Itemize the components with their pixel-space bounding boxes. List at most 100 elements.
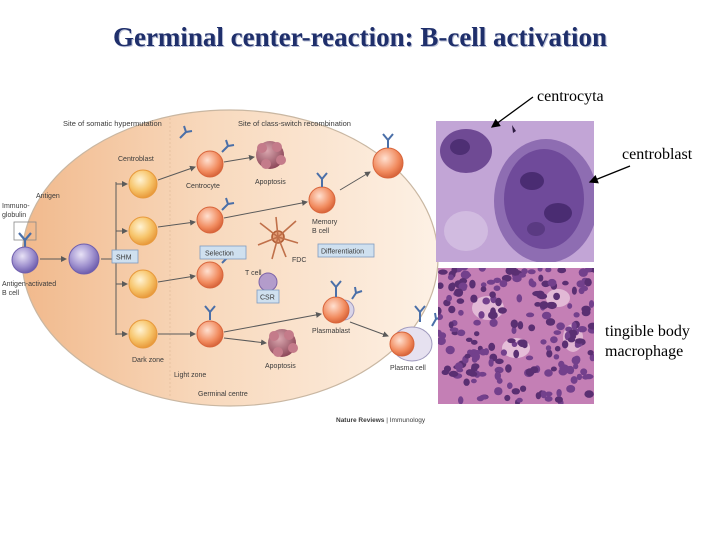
- nucleus-texture: [516, 397, 523, 403]
- apoptosis-label-top: Apoptosis: [255, 179, 286, 186]
- exiting-memory-cell-icon: [372, 133, 404, 179]
- light-zone-label: Light zone: [174, 372, 206, 379]
- plasmablast-icon: [322, 280, 363, 324]
- nucleus-texture: [456, 368, 464, 373]
- germinal-centre-label: Germinal centre: [198, 391, 248, 398]
- nucleus-texture: [546, 301, 557, 309]
- nucleus-texture: [518, 272, 526, 278]
- nucleus-texture: [520, 385, 527, 392]
- nucleus-texture: [581, 309, 591, 317]
- nucleus-texture: [534, 302, 542, 307]
- plasma-cell-label: Plasma cell: [390, 365, 426, 372]
- nucleus-texture: [488, 311, 498, 320]
- nucleus-texture: [559, 364, 565, 372]
- nucleus-texture: [463, 378, 470, 386]
- nucleus-texture: [441, 369, 449, 375]
- nucleus-texture: [471, 378, 477, 384]
- nucleus-texture: [540, 339, 547, 345]
- nucleus-texture: [566, 385, 576, 393]
- nucleus-texture: [526, 312, 535, 318]
- nucleus-texture: [504, 394, 511, 402]
- nucleus-texture: [525, 355, 534, 361]
- nucleus-texture: [448, 321, 454, 329]
- micrograph-tingible-body-macrophage: [438, 268, 594, 404]
- t-cell-label: T cell: [245, 270, 262, 277]
- nucleus-texture: [567, 337, 576, 343]
- nucleus-texture: [488, 358, 494, 367]
- nucleus-texture: [458, 309, 464, 316]
- nucleus-texture: [541, 311, 552, 320]
- nucleus-texture: [556, 322, 565, 331]
- nucleus-texture: [448, 305, 456, 314]
- nucleus-texture: [581, 285, 588, 292]
- nucleus-texture: [454, 288, 464, 297]
- nucleus-texture: [554, 345, 561, 352]
- centroblast-label: Centroblast: [118, 156, 154, 163]
- germinal-centre-diagram: Site of somatic hypermutation Site of cl…: [2, 109, 440, 424]
- nucleus-texture: [511, 326, 517, 334]
- nucleus-texture: [478, 311, 485, 319]
- nucleus-texture: [537, 293, 548, 300]
- nucleus-texture: [516, 294, 523, 303]
- nucleus-texture: [513, 349, 520, 359]
- nucleus-texture: [464, 353, 471, 359]
- nucleus-texture: [495, 358, 504, 365]
- plasma-cell-icon: [389, 305, 440, 362]
- nucleus-texture: [554, 396, 563, 403]
- nucleus-texture: [571, 321, 577, 330]
- nucleus-texture: [486, 279, 496, 285]
- plasmablast-label: Plasmablast: [312, 328, 350, 335]
- nucleus-texture: [550, 336, 558, 344]
- micrograph-centrocyte-centroblast: [436, 121, 594, 262]
- nucleus-texture: [445, 345, 455, 355]
- caption-tingible-body-macrophage: tingible body macrophage: [605, 323, 690, 360]
- centrocyte-label: Centrocyte: [186, 183, 220, 190]
- nucleus-texture: [449, 327, 459, 332]
- nucleus-texture: [545, 318, 556, 326]
- nucleus-texture: [493, 285, 501, 291]
- nucleus-texture: [535, 392, 542, 400]
- csr-box: CSR: [260, 295, 275, 302]
- nucleus-texture: [480, 282, 487, 288]
- nucleus-texture: [553, 330, 562, 335]
- nucleus-texture: [478, 371, 487, 377]
- apoptotic-cell-icon-bottom: [268, 329, 298, 357]
- nucleus-texture: [556, 389, 562, 397]
- nucleus-texture: [589, 353, 594, 362]
- nucleus-texture: [489, 291, 496, 298]
- nucleus-texture: [517, 321, 524, 330]
- nucleus-texture: [465, 369, 475, 376]
- nucleus-texture: [567, 303, 573, 309]
- nucleus-texture: [482, 297, 490, 305]
- nucleus-texture: [494, 387, 503, 396]
- nucleus-texture: [518, 339, 528, 348]
- apoptotic-cell-icon-top: [256, 141, 286, 169]
- antigen-label: Antigen: [36, 193, 60, 200]
- nucleus-texture: [448, 370, 459, 377]
- nucleus-texture: [539, 301, 549, 310]
- nucleus-texture: [489, 318, 498, 327]
- nucleus-texture: [495, 297, 502, 307]
- nucleus-texture: [553, 292, 560, 301]
- nucleus-texture: [573, 312, 580, 318]
- nucleus-texture: [476, 396, 484, 402]
- nucleus-texture: [583, 373, 594, 380]
- nucleus-texture: [568, 329, 578, 337]
- nucleus-texture: [438, 282, 444, 289]
- nucleus-texture: [571, 356, 581, 365]
- site-shm-label: Site of somatic hypermutation: [63, 119, 162, 128]
- nucleus-texture: [573, 363, 579, 370]
- nucleus-texture: [458, 282, 468, 290]
- nucleus-texture: [473, 352, 480, 361]
- nucleus-texture: [587, 322, 594, 330]
- nucleus-texture: [538, 274, 544, 282]
- nucleus-texture: [474, 331, 480, 337]
- slide-title: Germinal center-reaction: B-cell activat…: [112, 22, 608, 52]
- caption-centroblast: centroblast: [622, 146, 693, 163]
- nucleus-texture: [537, 268, 543, 272]
- immunoglobulin-label: Immuno-globulin: [2, 203, 30, 219]
- nucleus-texture: [438, 329, 442, 337]
- nucleus-texture: [528, 278, 534, 287]
- nucleus-texture: [557, 268, 567, 274]
